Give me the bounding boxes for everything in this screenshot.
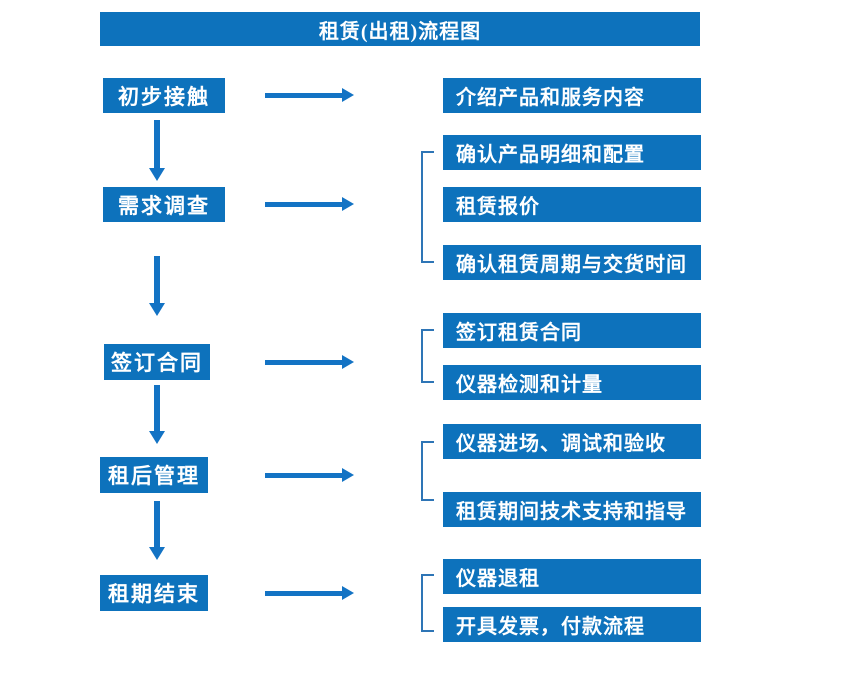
arrow-right-icon — [265, 197, 354, 211]
group-bracket-icon — [421, 329, 434, 383]
detail-box-instrument-setup-acceptance: 仪器进场、调试和验收 — [443, 424, 701, 459]
stage-box-sign-contract: 签订合同 — [104, 344, 210, 380]
flowchart-title: 租赁(出租)流程图 — [100, 12, 700, 46]
arrow-right-icon — [265, 586, 354, 600]
detail-box-tech-support: 租赁期间技术支持和指导 — [443, 492, 701, 527]
detail-box-confirm-product-config: 确认产品明细和配置 — [443, 135, 701, 170]
detail-box-confirm-period-delivery: 确认租赁周期与交货时间 — [443, 245, 701, 280]
detail-box-rental-quotation: 租赁报价 — [443, 187, 701, 222]
stage-box-demand-survey: 需求调查 — [103, 187, 225, 222]
arrow-down-icon — [149, 385, 165, 444]
arrow-down-icon — [149, 120, 165, 181]
arrow-right-icon — [265, 468, 354, 482]
arrow-down-icon — [149, 501, 165, 560]
arrow-right-icon — [265, 355, 354, 369]
stage-box-post-rental-management: 租后管理 — [100, 457, 208, 493]
group-bracket-icon — [421, 574, 434, 632]
stage-box-rental-end: 租期结束 — [100, 575, 208, 611]
arrow-right-icon — [265, 88, 354, 102]
group-bracket-icon — [421, 441, 434, 501]
group-bracket-icon — [421, 151, 434, 263]
stage-box-initial-contact: 初步接触 — [103, 78, 225, 113]
detail-box-introduce-products: 介绍产品和服务内容 — [443, 78, 701, 113]
detail-box-instrument-inspection: 仪器检测和计量 — [443, 365, 701, 400]
detail-box-sign-rental-contract: 签订租赁合同 — [443, 313, 701, 348]
arrow-down-icon — [149, 256, 165, 316]
detail-box-instrument-return: 仪器退租 — [443, 559, 701, 594]
detail-box-invoice-payment: 开具发票，付款流程 — [443, 607, 701, 642]
